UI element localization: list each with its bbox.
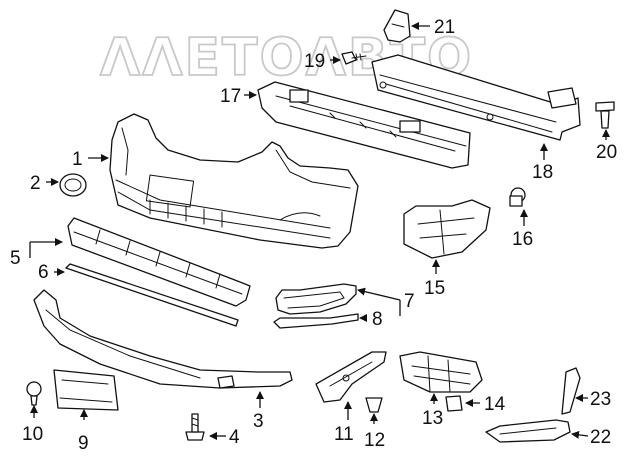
callout-8: 8 (372, 309, 383, 330)
callout-9: 9 (78, 433, 89, 454)
part-19-screw (341, 51, 367, 65)
callout-18: 18 (532, 162, 553, 183)
callout-3: 3 (253, 411, 264, 432)
callout-20: 20 (596, 142, 617, 163)
part-3-lower-valance (33, 289, 293, 389)
leader-lines (29, 22, 610, 440)
callout-12: 12 (364, 430, 385, 451)
part-17-energy-absorber (257, 81, 471, 169)
callout-11: 11 (334, 424, 354, 445)
callout-21: 21 (434, 17, 455, 38)
part-18-reinforcement-bar (371, 54, 581, 141)
part-16-push-pin (509, 187, 526, 207)
callout-23: 23 (590, 389, 611, 410)
part-12-clip (365, 397, 383, 413)
part-15-bracket (403, 199, 491, 259)
part-10-push-pin (26, 381, 42, 406)
callout-17: 17 (220, 86, 241, 107)
part-13-bracket (399, 351, 483, 393)
part-1-bumper-cover (109, 113, 359, 249)
callout-2: 2 (30, 173, 41, 194)
callout-14: 14 (484, 394, 506, 415)
callout-15: 15 (424, 278, 445, 299)
part-14-nut (445, 395, 463, 412)
part-20-screw (595, 101, 615, 129)
part-6-molding-strip (65, 263, 239, 327)
callout-16: 16 (512, 229, 533, 250)
part-8-bezel-molding (273, 313, 359, 329)
callout-22: 22 (590, 427, 611, 448)
callout-labels: 1 2 5 6 3 4 9 10 11 12 13 14 15 16 17 18… (10, 17, 617, 454)
part-21-bracket (383, 9, 411, 43)
part-2-tow-hook-cap (59, 173, 87, 197)
part-9-license-bracket (53, 369, 119, 411)
part-4-screw (185, 413, 205, 441)
callout-1: 1 (72, 149, 83, 170)
part-11-bracket (315, 351, 387, 403)
callout-10: 10 (22, 424, 43, 445)
callout-5: 5 (10, 248, 21, 269)
callout-13: 13 (422, 408, 443, 429)
callout-7: 7 (404, 291, 415, 312)
part-23-molding (561, 367, 581, 415)
part-7-bezel (275, 283, 357, 315)
part-5-lower-grille (67, 217, 251, 307)
part-22-lower-molding (485, 419, 571, 443)
callout-4: 4 (229, 427, 240, 448)
callout-6: 6 (38, 262, 49, 283)
callout-19: 19 (304, 51, 325, 72)
